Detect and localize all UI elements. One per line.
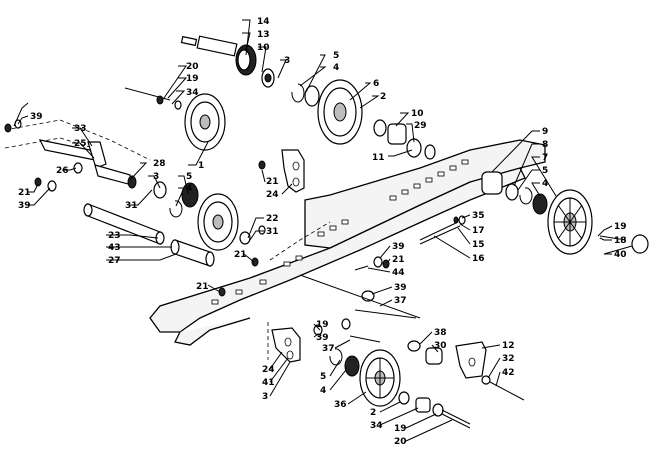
bolt-right	[419, 215, 466, 245]
callout-39-a: 39	[30, 112, 43, 122]
bracket-lower-right	[407, 340, 525, 401]
callout-30: 30	[434, 341, 447, 351]
bracket-lower	[267, 322, 301, 363]
left-arm-assembly	[4, 119, 137, 192]
callout-39-e: 39	[316, 333, 329, 343]
callout-19-c: 19	[316, 320, 329, 330]
callout-37-a: 37	[394, 296, 407, 306]
callout-4-c: 4	[542, 179, 548, 189]
callout-35: 35	[472, 211, 485, 221]
callout-17: 17	[472, 226, 485, 236]
callout-4: 4	[333, 63, 339, 73]
callout-14: 14	[257, 17, 270, 27]
callout-10b: 10	[411, 109, 424, 119]
callout-18: 18	[614, 236, 627, 246]
callout-24-b: 24	[262, 365, 275, 375]
callout-21-a: 21	[266, 177, 279, 187]
callout-9: 9	[542, 127, 548, 137]
callout-2-b: 2	[370, 408, 376, 418]
callout-31-b: 31	[125, 201, 138, 211]
callout-36: 36	[334, 400, 347, 410]
callout-21-d: 21	[18, 188, 31, 198]
callout-19: 19	[186, 74, 199, 84]
bottom-fasteners	[398, 391, 471, 429]
callout-5-c: 5	[542, 166, 548, 176]
callout-25: 25	[74, 139, 87, 149]
upper-axle-assembly	[180, 35, 275, 88]
callout-39-c: 39	[392, 242, 405, 252]
callout-41: 41	[262, 378, 275, 388]
callout-26: 26	[56, 166, 69, 176]
callout-28: 28	[153, 159, 166, 169]
callout-33: 33	[74, 124, 87, 134]
callout-5-d: 5	[320, 372, 326, 382]
callout-labels: 14 13 10 3 5 4 6 2 10 29 11 20 19 34 1 2…	[18, 17, 627, 447]
wheel-upper-right	[291, 79, 363, 145]
spacer-set-upper	[373, 119, 436, 160]
callout-42: 42	[502, 368, 515, 378]
callout-12: 12	[502, 341, 515, 351]
callout-3-c: 3	[262, 392, 268, 402]
callout-13: 13	[257, 30, 270, 40]
callout-38: 38	[434, 328, 447, 338]
lower-shafts	[83, 203, 215, 267]
wheel-upper-left	[124, 87, 226, 151]
callout-21-b: 21	[234, 250, 247, 260]
callout-21-c: 21	[196, 282, 209, 292]
callout-16: 16	[472, 254, 485, 264]
bracket-upper	[269, 149, 331, 261]
callout-4-d: 4	[320, 386, 326, 396]
callout-3: 3	[284, 56, 290, 66]
callout-37-b: 37	[322, 344, 335, 354]
callout-31-a: 31	[266, 227, 279, 237]
callout-39-b: 39	[18, 201, 31, 211]
wheel-right	[481, 171, 649, 255]
callout-20-b: 20	[394, 437, 407, 447]
callout-11: 11	[372, 153, 385, 163]
callout-24-a: 24	[266, 190, 279, 200]
callout-22: 22	[266, 214, 279, 224]
callout-2: 2	[380, 92, 386, 102]
wheel-lower-center	[313, 318, 401, 407]
callout-43: 43	[108, 243, 121, 253]
callout-10: 10	[257, 43, 270, 53]
callout-21-e: 21	[392, 255, 405, 265]
callout-23: 23	[108, 231, 121, 241]
rail-holes	[211, 159, 469, 305]
callout-44: 44	[392, 268, 405, 278]
callout-34: 34	[186, 88, 199, 98]
callout-29: 29	[414, 121, 427, 131]
slide-rail	[4, 119, 546, 346]
callout-32: 32	[502, 354, 515, 364]
callout-1: 1	[198, 161, 204, 171]
callout-19-d: 19	[394, 424, 407, 434]
callout-7: 7	[542, 153, 548, 163]
callout-4-b: 4	[186, 184, 192, 194]
callout-27: 27	[108, 256, 121, 266]
callout-19-b: 19	[614, 222, 627, 232]
small-hardware	[218, 160, 266, 297]
callout-3-b: 3	[153, 172, 159, 182]
callout-40: 40	[614, 250, 627, 260]
callout-8: 8	[542, 140, 548, 150]
leader-lines	[13, 19, 633, 442]
callout-34-b: 34	[370, 421, 383, 431]
callout-20: 20	[186, 62, 199, 72]
callout-5-b: 5	[186, 172, 192, 182]
callout-5: 5	[333, 51, 339, 61]
callout-15: 15	[472, 240, 485, 250]
wheel-lower-left	[153, 181, 251, 251]
callout-39-d: 39	[394, 283, 407, 293]
callout-6: 6	[373, 79, 379, 89]
mid-fasteners	[299, 256, 421, 319]
